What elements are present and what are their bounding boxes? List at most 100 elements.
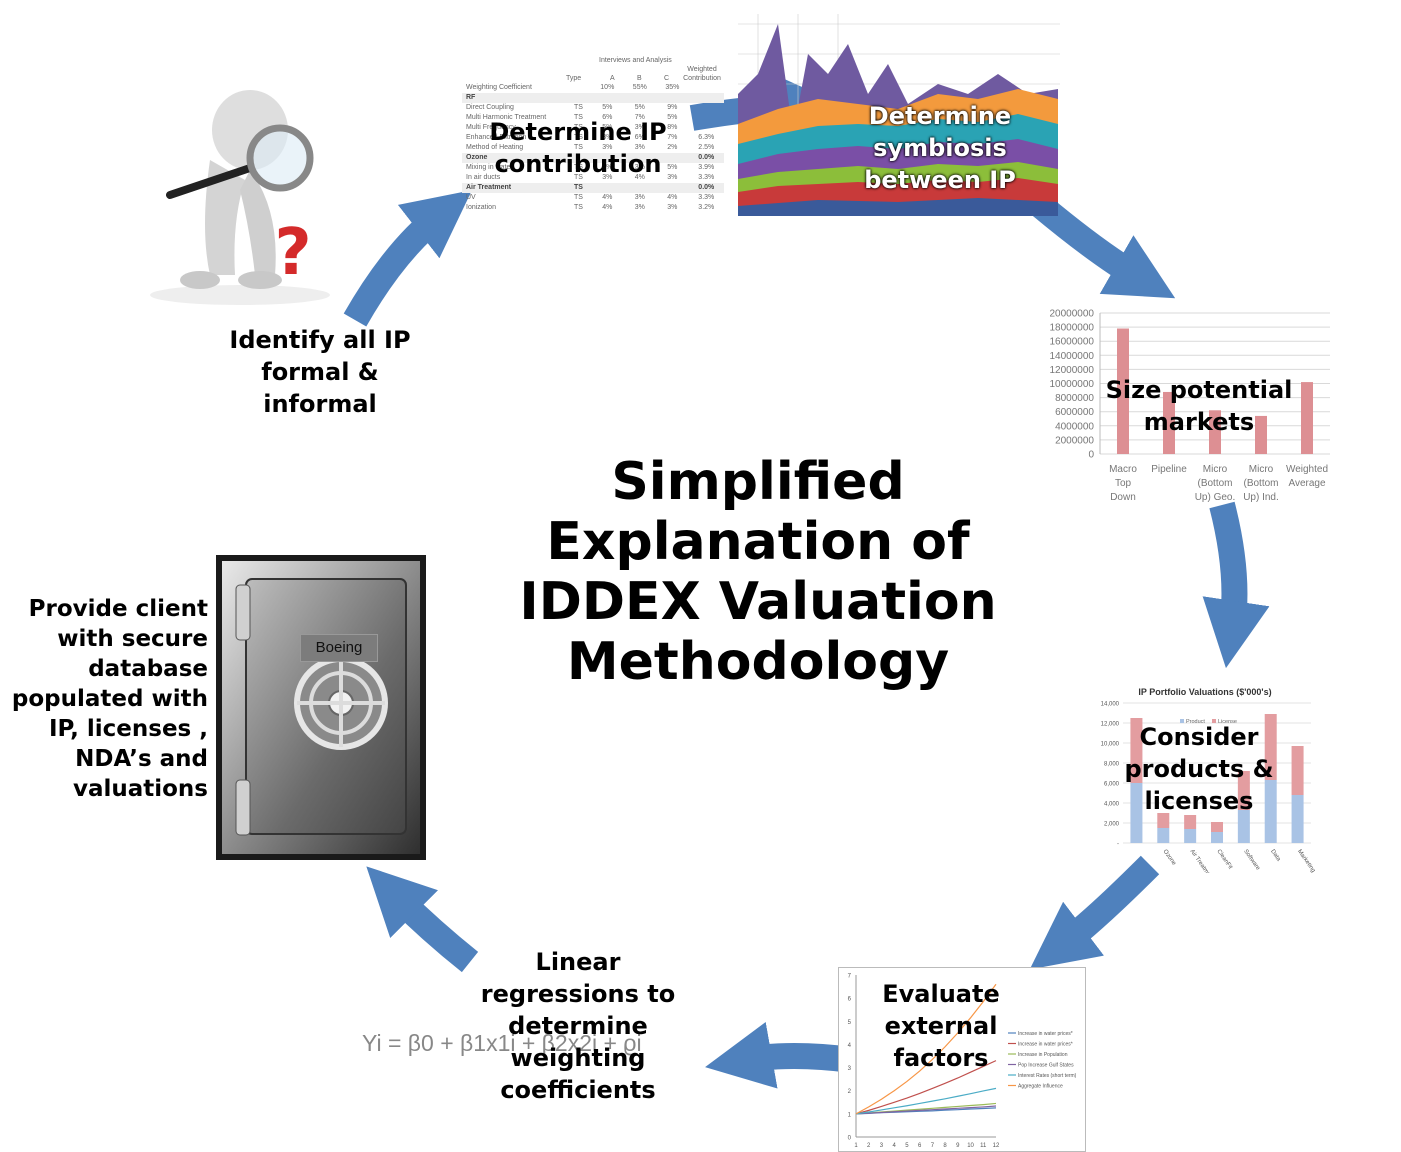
y-tick-label: 8000000 [1055,393,1094,404]
table-cell: Air Treatment [466,184,512,191]
bar-segment [1184,815,1197,829]
bar-segment [1264,714,1277,780]
table-cell: TS [574,124,583,131]
y-tick-label: 4,000 [1104,802,1120,808]
y-tick-label: 10000000 [1050,379,1095,390]
x-tick-label: Ozone [1162,849,1177,867]
x-tick-label: 2 [867,1143,871,1149]
step-database-line: IP, licenses , [48,716,208,742]
page-title: Simplified Explanation of IDDEX Valuatio… [470,452,1046,692]
bar [1209,410,1221,454]
step-database-line: NDA’s and [75,746,208,772]
table-row: RF [462,93,724,103]
table-cell: TS [574,134,583,141]
step-products: Consider products & licenses [1120,721,1278,817]
symbiosis-surface-chart [738,14,1060,216]
bar-segment [1130,783,1143,843]
x-tick-label: 8 [943,1143,947,1149]
table-cell: 10% [600,84,615,91]
table-cell: Multi Frequency [466,124,516,131]
table-cell [624,183,657,193]
table-cell: 9% [667,104,678,111]
bar-segment [1291,746,1304,795]
bar-segment [1157,813,1170,828]
x-tick-label: 6 [918,1143,922,1149]
y-tick-label: 2000000 [1055,435,1094,446]
table-cell: TS [574,104,583,111]
legend-swatch [1180,719,1184,723]
table-cell [591,93,624,103]
y-tick-label: 7 [848,974,852,980]
step-database-line: database [88,656,208,682]
question-mark-icon: ? [274,218,311,280]
bar-segment [1291,795,1304,843]
x-tick-label: 12 [993,1143,1000,1149]
y-tick-label: 16000000 [1050,337,1095,348]
table-cell: 0.0% [698,154,715,161]
table-cell: 5% [602,124,613,131]
step-database: Provide client with secure database popu… [10,594,208,804]
step-contribution: Determine IP contribution [488,116,668,180]
x-tick-label: Marketing [1296,849,1315,873]
y-tick-label: 8,000 [1104,762,1120,768]
table-cell: 5% [667,114,678,121]
y-tick-label: 0 [1088,450,1094,461]
legend-label: Product [1186,719,1205,725]
table-cell: TS [574,114,583,121]
table-header-weighted: Weighted Contribution [683,66,721,82]
table-cell: 3% [634,144,645,151]
table-cell [566,93,591,103]
table-cell: 7% [634,114,645,121]
table-cell: 6% [602,114,613,121]
y-tick-label: 1 [848,1112,852,1118]
arrow-external-to-regressions [705,1021,854,1089]
y-tick-label: 4 [848,1043,852,1049]
bar [1117,328,1129,454]
table-cell: 3% [634,194,645,201]
x-tick-label: Pipeline [1151,464,1187,475]
step-regressions: Linear regressions to determine weightin… [480,946,676,1106]
x-tick-label: Air Treatment [1189,849,1215,873]
table-header-a: A [610,75,615,82]
x-tick-label: 10 [967,1143,974,1149]
table-cell [656,183,689,193]
step-products-line: licenses [1144,787,1254,815]
legend-label: Increase in water prices* [1018,1031,1073,1037]
step-regressions-line: determine [508,1012,648,1040]
y-tick-label: 12000000 [1050,365,1095,376]
title-line: Methodology [566,632,950,692]
arrow-products-to-external [1029,855,1160,970]
y-tick-label: 14000000 [1050,351,1095,362]
legend-label: Interest Rates (short term) [1018,1073,1077,1079]
x-tick-label: 5 [905,1143,909,1149]
step-identify-line: formal & [261,358,379,386]
legend-label: Aggregate Influence [1018,1084,1063,1090]
table-cell: Method of Heating [466,144,524,151]
x-tick-label: 4 [893,1143,897,1149]
table-cell: 8% [667,124,678,131]
table-cell: 3% [602,144,613,151]
table-group-header: Interviews and Analysis [599,57,672,64]
table-cell [689,123,724,133]
table-cell: 3% [667,204,678,211]
table-cell [689,93,724,103]
y-tick-label: 20000000 [1050,309,1095,320]
step-identify-line: informal [263,390,377,418]
table-cell: 4% [667,194,678,201]
legend-label: Increase in water prices* [1018,1042,1073,1048]
y-tick-label: 12,000 [1101,722,1120,728]
table-header-c: C [664,75,670,82]
table-cell: In air ducts [466,174,501,181]
table-cell [566,83,591,93]
step-markets: Size potential markets [1105,374,1293,438]
x-tick-label: 9 [956,1143,960,1149]
table-cell: 7% [667,134,678,141]
